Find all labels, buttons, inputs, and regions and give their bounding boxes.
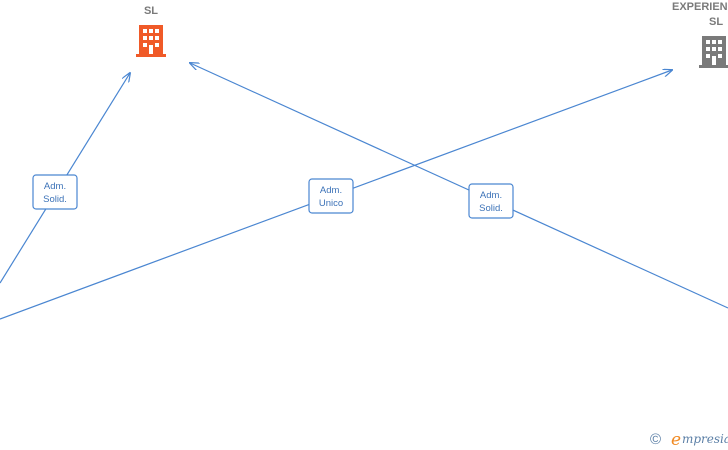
role-box[interactable]: Adm. Solid.	[32, 174, 78, 210]
copyright-icon: ©	[650, 431, 661, 448]
role-label-line: Unico	[319, 198, 343, 209]
edges-layer	[0, 63, 728, 320]
role-label-line: Solid.	[43, 194, 67, 205]
brand-logo-text: mpresia	[682, 432, 728, 446]
company-name-label: SL	[144, 5, 158, 17]
building-icon	[136, 25, 166, 57]
company-name-label: EXPERIEN	[672, 1, 728, 13]
company-node[interactable]: EXPERIEN SL	[672, 1, 728, 68]
watermark: © e mpresia	[650, 430, 728, 450]
role-label-line: Adm.	[44, 181, 66, 192]
role-label-line: Adm.	[320, 185, 342, 196]
building-icon	[699, 36, 728, 68]
role-label-line: Solid.	[479, 203, 503, 214]
role-box[interactable]: Adm. Unico	[308, 178, 354, 214]
company-name-label: SL	[709, 16, 723, 28]
role-box[interactable]: Adm. Solid.	[468, 183, 514, 219]
company-node[interactable]: SL	[136, 5, 166, 57]
role-label-line: Adm.	[480, 190, 502, 201]
edge-line	[190, 63, 728, 309]
brand-logo-initial: e	[671, 430, 681, 450]
